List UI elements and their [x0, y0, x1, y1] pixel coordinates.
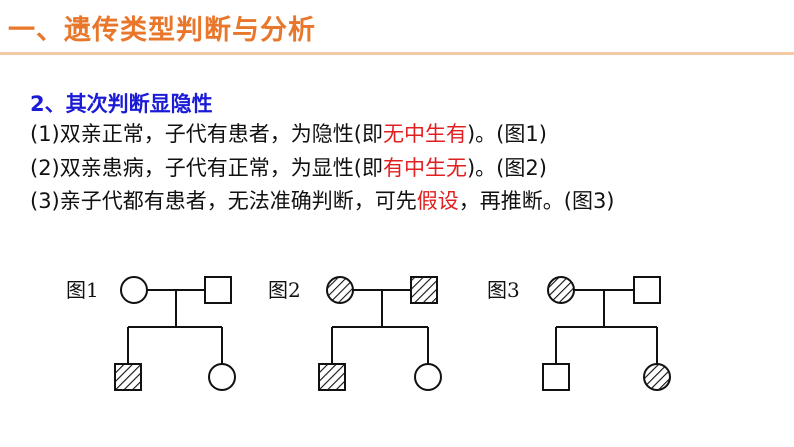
rule-3-text: (3)亲子代都有患者，无法准确判断，可先: [30, 189, 417, 213]
section-heading: 2、其次判断显隐性: [30, 92, 213, 116]
rule-1-text: (1)双亲正常，子代有患者，为隐性(即: [30, 122, 383, 146]
rule-3-highlight: 假设: [416, 189, 459, 213]
parent-2-1-female: [326, 276, 354, 304]
parent-1-1-female: [120, 276, 148, 304]
rule-2-tail: )。(图2): [466, 156, 547, 180]
pedigree-diagrams: 图1 图2 图3: [66, 276, 671, 391]
rule-3-tail: ，再推断。(图3): [458, 189, 615, 213]
rule-line-1: (1)双亲正常，子代有患者，为隐性(即无中生有)。(图1): [30, 118, 547, 148]
rule-1-tail: )。(图1): [466, 122, 547, 146]
figure-label-2: 图2: [268, 278, 301, 302]
rule-line-2: (2)双亲患病，子代有正常，为显性(即有中生无)。(图2): [30, 152, 547, 182]
rule-2-text: (2)双亲患病，子代有正常，为显性(即: [30, 156, 383, 180]
child-3-2-female: [643, 363, 671, 391]
figure-label-1: 图1: [66, 278, 99, 302]
child-2-2-female: [414, 363, 442, 391]
parent-1-2-male: [204, 276, 232, 304]
parent-2-2-male: [410, 276, 438, 304]
child-2-1-male: [318, 363, 346, 391]
rule-2-highlight: 有中生无: [382, 156, 467, 180]
child-1-1-male: [114, 363, 142, 391]
figure-label-3: 图3: [487, 278, 520, 302]
rule-line-3: (3)亲子代都有患者，无法准确判断，可先假设，再推断。(图3): [30, 185, 615, 215]
parent-3-2-male: [633, 276, 661, 304]
rule-1-highlight: 无中生有: [382, 122, 467, 146]
child-1-2-female: [208, 363, 236, 391]
page-title: 一、遗传类型判断与分析: [8, 15, 316, 46]
parent-3-1-female: [547, 276, 575, 304]
title-underline: [0, 52, 794, 55]
child-3-1-male: [542, 363, 570, 391]
